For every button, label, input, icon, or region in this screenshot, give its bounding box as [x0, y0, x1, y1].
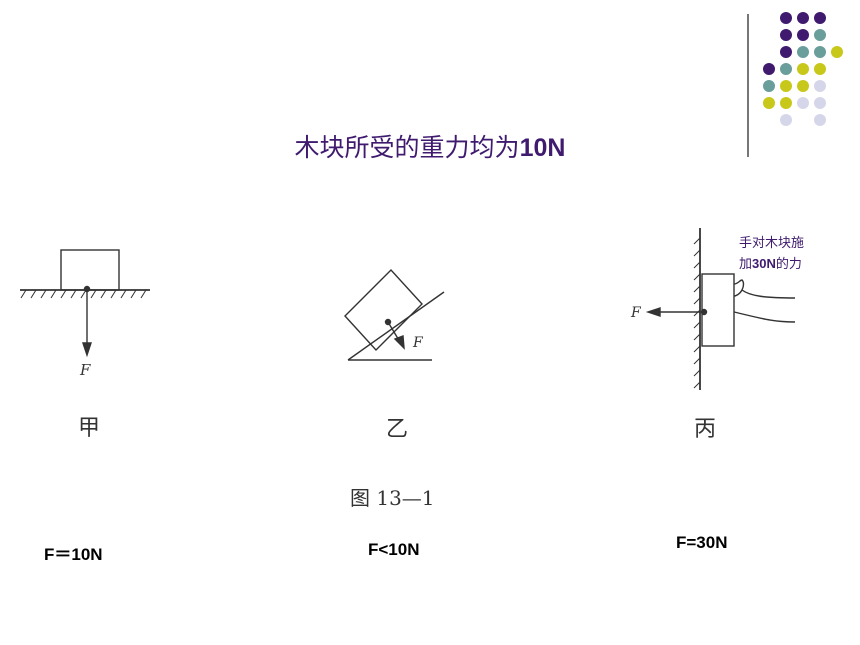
bing-hand — [733, 279, 796, 323]
jia-arrowhead — [82, 342, 92, 358]
note-value: 30N — [752, 256, 776, 271]
decor-dot — [763, 80, 775, 92]
panel-bing — [645, 228, 796, 390]
decor-dot — [814, 29, 826, 41]
decor-divider — [747, 14, 749, 157]
yi-label: 乙 — [386, 417, 408, 442]
answer-bing: F=30N — [676, 533, 728, 552]
decor-dot — [797, 12, 809, 24]
bing-label: 丙 — [694, 417, 716, 442]
hand-force-note: 手对木块施 加30N的力 — [739, 234, 849, 275]
decor-dot — [814, 97, 826, 109]
figure-13-1: F 甲 F 乙 — [20, 228, 796, 510]
bing-force-label: F — [630, 305, 642, 321]
note-prefix: 加 — [739, 257, 753, 272]
decor-dot — [780, 63, 792, 75]
decor-dot — [780, 114, 792, 126]
panel-jia — [20, 249, 150, 358]
answer-jia: F＝10N — [44, 545, 103, 564]
bing-block — [701, 273, 735, 347]
decor-dot — [780, 12, 792, 24]
jia-ground-hatch — [20, 289, 147, 299]
jia-block — [60, 249, 120, 291]
yi-force-label: F — [412, 335, 424, 351]
figure-caption: 图 13—1 — [350, 486, 435, 510]
note-suffix: 的力 — [775, 257, 802, 272]
decor-dot — [763, 63, 775, 75]
decor-dot — [814, 114, 826, 126]
decor-dot — [797, 29, 809, 41]
decor-dot — [763, 97, 775, 109]
bing-arrowhead — [645, 307, 661, 317]
decor-dot — [814, 46, 826, 58]
decor-dot — [797, 63, 809, 75]
panel-yi — [344, 268, 445, 361]
decor-dot — [831, 46, 843, 58]
decor-dot — [797, 46, 809, 58]
decor-dot — [797, 97, 809, 109]
note-line-2: 加30N的力 — [739, 254, 849, 275]
jia-label: 甲 — [78, 416, 100, 441]
decor-dot — [780, 97, 792, 109]
yi-arrowhead — [393, 335, 405, 350]
answer-yi: F<10N — [368, 540, 420, 559]
decor-dot — [814, 63, 826, 75]
bing-wall-hatch — [693, 237, 701, 389]
decor-dot — [780, 46, 792, 58]
jia-force-label: F — [79, 361, 91, 379]
decor-dot — [814, 12, 826, 24]
yi-block — [344, 268, 423, 352]
note-line-1: 手对木块施 — [739, 236, 805, 251]
decor-dot — [780, 29, 792, 41]
yi-incline — [347, 291, 445, 361]
title-prefix: 木块所受的重力均为 — [294, 133, 520, 162]
decor-dot — [797, 80, 809, 92]
title-value: 10N — [519, 134, 566, 162]
decor-dot — [780, 80, 792, 92]
decor-dot — [814, 80, 826, 92]
slide-title: 木块所受的重力均为10N — [0, 128, 860, 164]
